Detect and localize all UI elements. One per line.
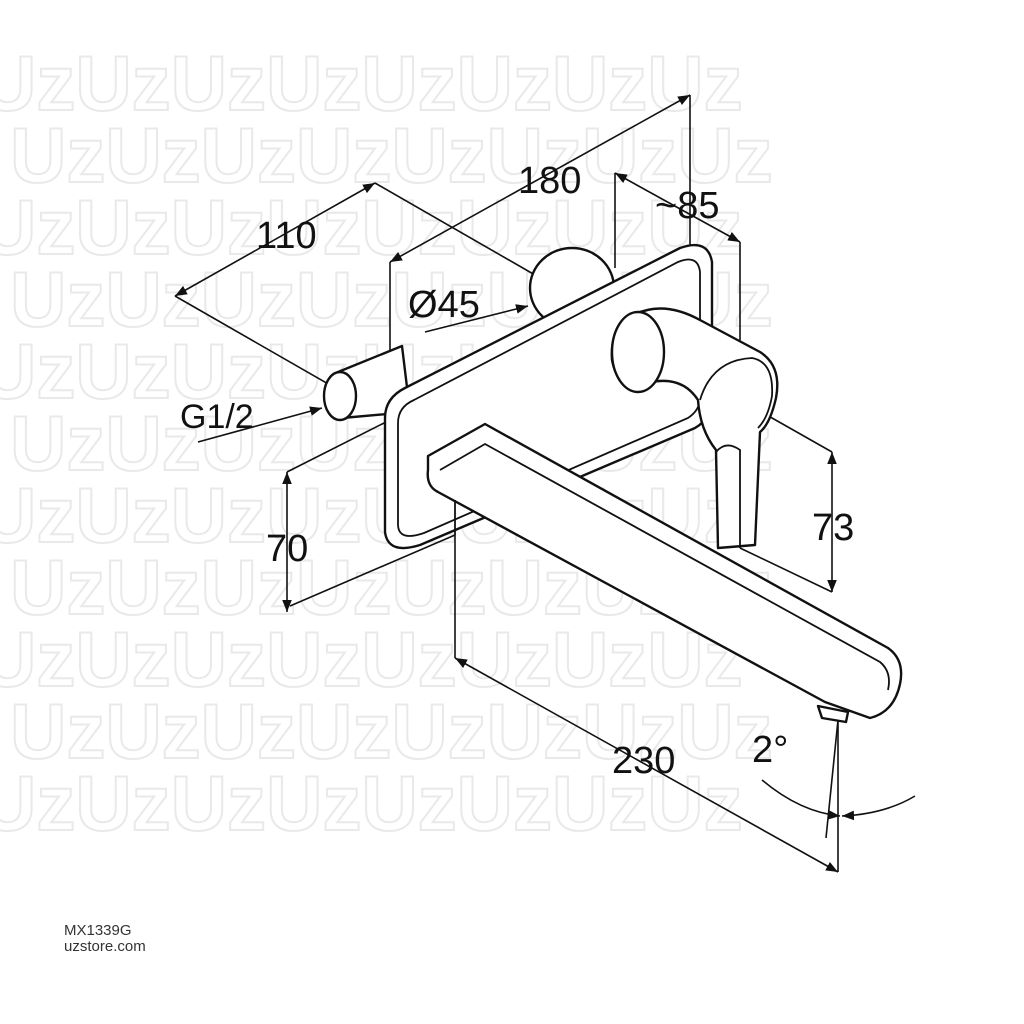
dim-70: 70 <box>266 528 308 570</box>
dimension-lines <box>174 94 916 873</box>
dim-85: ~85 <box>655 185 719 227</box>
dim-110: 110 <box>256 215 317 257</box>
dim-45: Ø45 <box>408 284 480 326</box>
dim-angle: 2° <box>752 729 788 771</box>
store-url: uzstore.com <box>64 938 146 955</box>
product-code: MX1339G <box>64 922 132 939</box>
aerator <box>816 704 850 724</box>
dimension-labels: 180 110 ~85 Ø45 G1/2 70 73 230 2° <box>180 160 854 782</box>
dim-230: 230 <box>612 740 675 782</box>
faucet-drawing <box>322 243 903 724</box>
dim-73: 73 <box>812 507 854 549</box>
spout <box>426 422 903 720</box>
dim-180: 180 <box>518 160 581 202</box>
dim-g12: G1/2 <box>180 398 254 436</box>
